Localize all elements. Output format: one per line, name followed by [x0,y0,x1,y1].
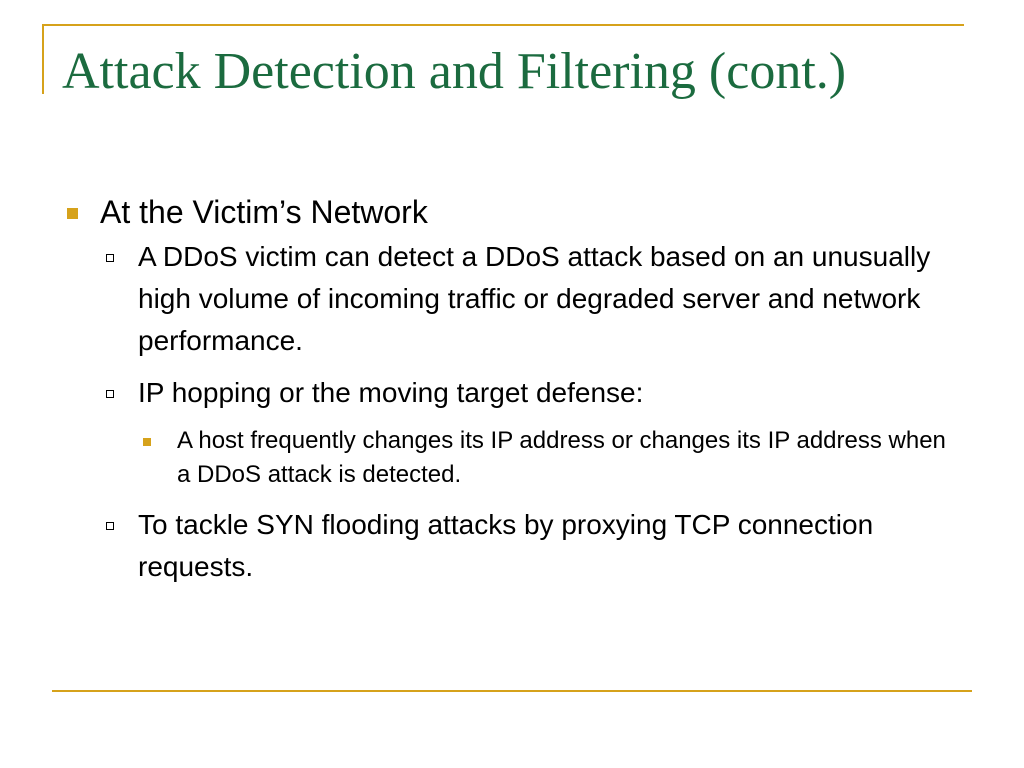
hollow-square-bullet-icon [106,390,114,398]
frame-top-rule [42,24,964,26]
bullet-level2-syn-flooding: To tackle SYN flooding attacks by proxyi… [62,504,938,588]
square-bullet-icon [67,208,78,219]
bullet-level1-victims-network: At the Victim’s Network [62,190,972,234]
bullet-text: At the Victim’s Network [100,194,428,230]
bullet-text: A DDoS victim can detect a DDoS attack b… [138,241,931,356]
slide-title: Attack Detection and Filtering (cont.) [62,43,847,100]
slide-content: At the Victim’s Network A DDoS victim ca… [62,190,972,598]
bullet-level2-detection: A DDoS victim can detect a DDoS attack b… [62,236,938,362]
frame-left-rule [42,24,44,94]
hollow-square-bullet-icon [106,522,114,530]
bullet-level2-ip-hopping: IP hopping or the moving target defense: [62,372,938,414]
small-square-bullet-icon [143,438,151,446]
frame-bottom-rule [52,690,972,692]
bullet-text: A host frequently changes its IP address… [177,427,946,488]
bullet-text: IP hopping or the moving target defense: [138,377,644,408]
hollow-square-bullet-icon [106,254,114,262]
bullet-level3-host-changes-ip: A host frequently changes its IP address… [62,424,947,492]
bullet-text: To tackle SYN flooding attacks by proxyi… [138,509,874,582]
